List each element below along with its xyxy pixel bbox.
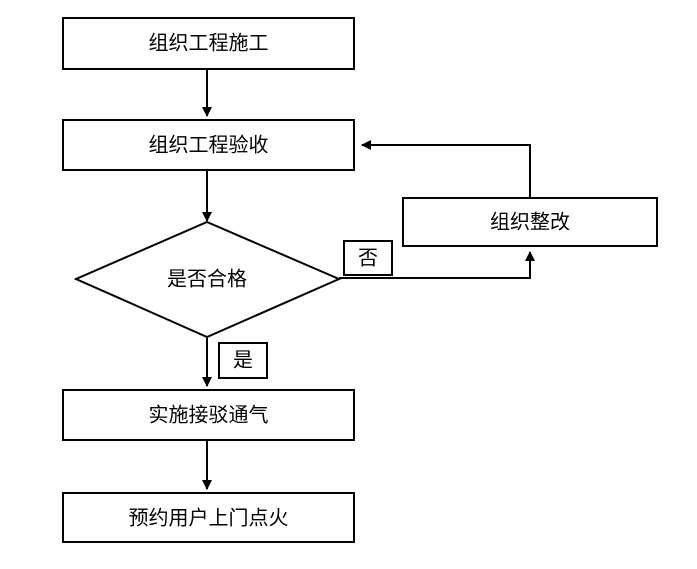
node-implement-gas-connection-label: 实施接驳通气 xyxy=(149,403,269,427)
node-organize-construction-label: 组织工程施工 xyxy=(149,31,269,55)
node-organize-rectification: 组织整改 xyxy=(402,197,658,247)
node-organize-rectification-label: 组织整改 xyxy=(490,210,570,234)
node-organize-acceptance: 组织工程验收 xyxy=(62,119,355,171)
node-implement-gas-connection: 实施接驳通气 xyxy=(62,389,355,441)
label-yes: 是 xyxy=(218,342,268,379)
label-no-text: 否 xyxy=(358,246,378,270)
node-is-qualified-label: 是否合格 xyxy=(167,267,247,291)
node-schedule-home-ignition: 预约用户上门点火 xyxy=(62,492,355,543)
label-yes-text: 是 xyxy=(233,348,253,372)
label-no: 否 xyxy=(343,240,393,276)
edge-rectification-to-acceptance xyxy=(361,140,531,197)
node-schedule-home-ignition-label: 预约用户上门点火 xyxy=(129,506,289,530)
node-organize-construction: 组织工程施工 xyxy=(62,17,355,70)
node-organize-acceptance-label: 组织工程验收 xyxy=(149,133,269,157)
edge-decision-to-rectification xyxy=(339,251,535,279)
node-is-qualified-decision: 是否合格 xyxy=(73,220,342,339)
